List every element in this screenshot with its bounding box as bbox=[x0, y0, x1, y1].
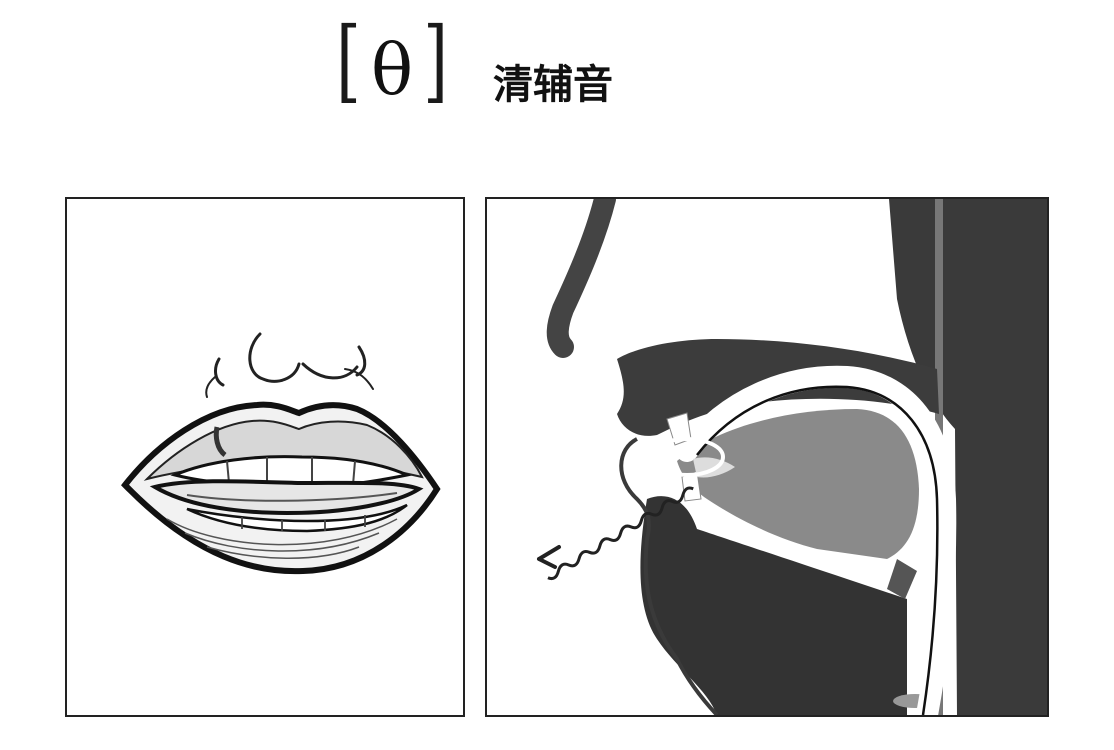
tongue-body bbox=[677, 409, 919, 559]
mouth-front-view-panel bbox=[65, 197, 465, 717]
phoneme-label: 清辅音 bbox=[493, 62, 613, 108]
vocal-tract-cross-section-illustration bbox=[537, 199, 1047, 715]
phoneme-title: [ θ ] bbox=[336, 17, 448, 111]
lower-jaw bbox=[640, 496, 907, 715]
phoneme-symbol: θ bbox=[370, 29, 414, 111]
bracket-open: [ bbox=[336, 9, 361, 114]
vocal-tract-cross-section-panel bbox=[485, 197, 1049, 717]
arrow-head bbox=[537, 545, 561, 569]
airflow-line bbox=[696, 385, 939, 715]
airflow-channel bbox=[676, 365, 957, 715]
pharynx-wall bbox=[889, 199, 1047, 715]
wavy-airflow-arrow bbox=[547, 486, 694, 581]
tongue bbox=[149, 479, 424, 516]
nose-profile bbox=[546, 199, 616, 358]
articulation-point-circle bbox=[649, 437, 725, 477]
nose-sketch bbox=[205, 332, 374, 398]
mouth-front-view-illustration bbox=[121, 332, 441, 575]
bracket-close: ] bbox=[423, 9, 449, 114]
